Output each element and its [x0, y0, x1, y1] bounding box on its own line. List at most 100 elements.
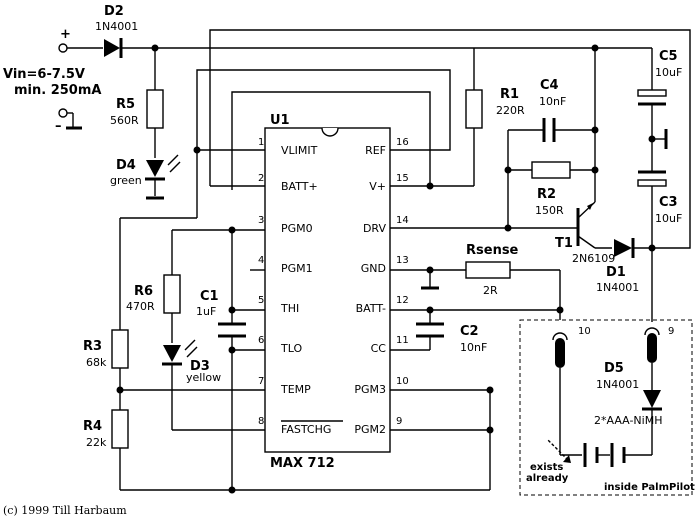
- pin-num-4: 4: [258, 255, 264, 266]
- pin-num-14: 14: [396, 215, 409, 226]
- pin-name-tlo: TLO: [280, 342, 302, 355]
- d1-ref: D1: [606, 265, 626, 280]
- resistor-rsense: Rsense 2R: [465, 243, 561, 320]
- pin-num-7: 7: [258, 376, 264, 387]
- pin-num-11: 11: [396, 335, 409, 346]
- led-d4: D4 green: [110, 154, 181, 200]
- pin-name-gnd: GND: [361, 262, 386, 275]
- d5-ref: D5: [604, 361, 624, 376]
- connector-9: [644, 327, 660, 336]
- c5-ref: C5: [659, 49, 678, 64]
- battery-pack: 2*AAA-NiMH: [583, 414, 662, 467]
- led-d3: D3 yellow: [162, 339, 265, 431]
- ic-u1: U1 MAX 712 VLIMIT BATT+ PGM0 PGM1 THI TL…: [258, 113, 409, 471]
- capacitor-c2: C2 10nF: [390, 310, 487, 354]
- resistor-r2: R2 150R: [508, 161, 595, 217]
- d3-value: yellow: [186, 371, 221, 384]
- vin-spec-line1: Vin=6-7.5V: [3, 67, 85, 82]
- r2-ref: R2: [537, 187, 556, 202]
- transistor-t1: T1 2N6109: [390, 201, 615, 265]
- diode-d1: D1 1N4001: [596, 238, 652, 294]
- rsense-value: 2R: [483, 284, 498, 297]
- capacitor-c5: C5 10uF: [637, 48, 682, 171]
- r1-value: 220R: [496, 104, 525, 117]
- battery-label: 2*AAA-NiMH: [594, 414, 662, 427]
- pin-num-5: 5: [258, 295, 264, 306]
- pin-name-pgm0: PGM0: [281, 222, 313, 235]
- pin-name-temp: TEMP: [280, 383, 311, 396]
- c2-value: 10nF: [460, 341, 487, 354]
- pin-num-2: 2: [258, 173, 264, 184]
- pin-num-3: 3: [258, 215, 264, 226]
- connector-10-label: 10: [578, 326, 591, 337]
- c3-ref: C3: [659, 195, 678, 210]
- r2-value: 150R: [535, 204, 564, 217]
- resistor-r3: R3 68k: [83, 329, 129, 410]
- pin-num-13: 13: [396, 255, 409, 266]
- pin-num-16: 16: [396, 137, 409, 148]
- pin-name-pgm3: PGM3: [354, 383, 386, 396]
- connector-9-label: 9: [668, 326, 674, 337]
- diode-d5: D5 1N4001: [596, 361, 662, 455]
- ic-part: MAX 712: [270, 456, 335, 471]
- r3-value: 68k: [86, 356, 107, 369]
- c4-value: 10nF: [539, 95, 566, 108]
- d4-value: green: [110, 174, 142, 187]
- ic-ref: U1: [270, 113, 290, 128]
- c3-value: 10uF: [655, 212, 682, 225]
- d4-ref: D4: [116, 158, 136, 173]
- rsense-ref: Rsense: [466, 243, 519, 258]
- connector-10: [552, 332, 568, 341]
- exists-note-line2: already: [526, 473, 569, 484]
- pin-name-batt-plus: BATT+: [281, 180, 318, 193]
- pin-num-12: 12: [396, 295, 409, 306]
- r6-value: 470R: [126, 300, 155, 313]
- d5-value: 1N4001: [596, 378, 639, 391]
- t1-ref: T1: [555, 236, 573, 251]
- pin-name-cc: CC: [371, 342, 387, 355]
- pin-num-8: 8: [258, 416, 264, 427]
- capacitor-c1: C1 1uF: [196, 289, 246, 338]
- resistor-r1: R1 220R: [465, 48, 525, 186]
- pin-name-vlimit: VLIMIT: [281, 144, 318, 157]
- vin-plus-sign: +: [60, 27, 71, 42]
- d2-ref: D2: [104, 4, 124, 19]
- c2-ref: C2: [460, 324, 479, 339]
- palmpilot-box: inside PalmPilot 10 9 D5 1N4001 2*AAA-Ni…: [519, 319, 695, 496]
- c1-value: 1uF: [196, 305, 216, 318]
- resistor-r4: R4 22k: [83, 409, 129, 490]
- r4-value: 22k: [86, 436, 107, 449]
- pin-name-pgm2: PGM2: [354, 423, 386, 436]
- pin-name-pgm1: PGM1: [281, 262, 313, 275]
- c4-ref: C4: [540, 78, 559, 93]
- c1-ref: C1: [200, 289, 219, 304]
- pin-name-batt-minus: BATT-: [356, 302, 386, 315]
- input-terminals: + – Vin=6-7.5V min. 250mA: [3, 27, 103, 134]
- vin-minus-sign: –: [55, 119, 62, 134]
- r5-ref: R5: [116, 97, 135, 112]
- pin-num-1: 1: [258, 137, 264, 148]
- d2-value: 1N4001: [95, 20, 138, 33]
- pin-name-fastchg: FASTCHG: [281, 423, 331, 436]
- vin-minus-terminal: [58, 108, 68, 118]
- d3-ref: D3: [190, 359, 210, 374]
- r6-ref: R6: [134, 284, 153, 299]
- c5-value: 10uF: [655, 66, 682, 79]
- t1-value: 2N6109: [572, 252, 615, 265]
- pin-name-thi: THI: [280, 302, 299, 315]
- resistor-r6: R6 470R: [126, 230, 181, 343]
- palmpilot-label: inside PalmPilot: [604, 482, 695, 493]
- capacitor-c4: C4 10nF: [508, 78, 595, 142]
- r1-ref: R1: [500, 87, 519, 102]
- diode-d2: D2 1N4001: [95, 4, 138, 58]
- pin-name-drv: DRV: [363, 222, 387, 235]
- r4-ref: R4: [83, 419, 102, 434]
- pin-num-6: 6: [258, 335, 264, 346]
- pin-num-9: 9: [396, 416, 402, 427]
- pin-name-ref: REF: [365, 144, 386, 157]
- r3-ref: R3: [83, 339, 102, 354]
- pin-num-15: 15: [396, 173, 409, 184]
- copyright-credit: (c) 1999 Till Harbaum: [3, 504, 127, 517]
- pin-num-10: 10: [396, 376, 409, 387]
